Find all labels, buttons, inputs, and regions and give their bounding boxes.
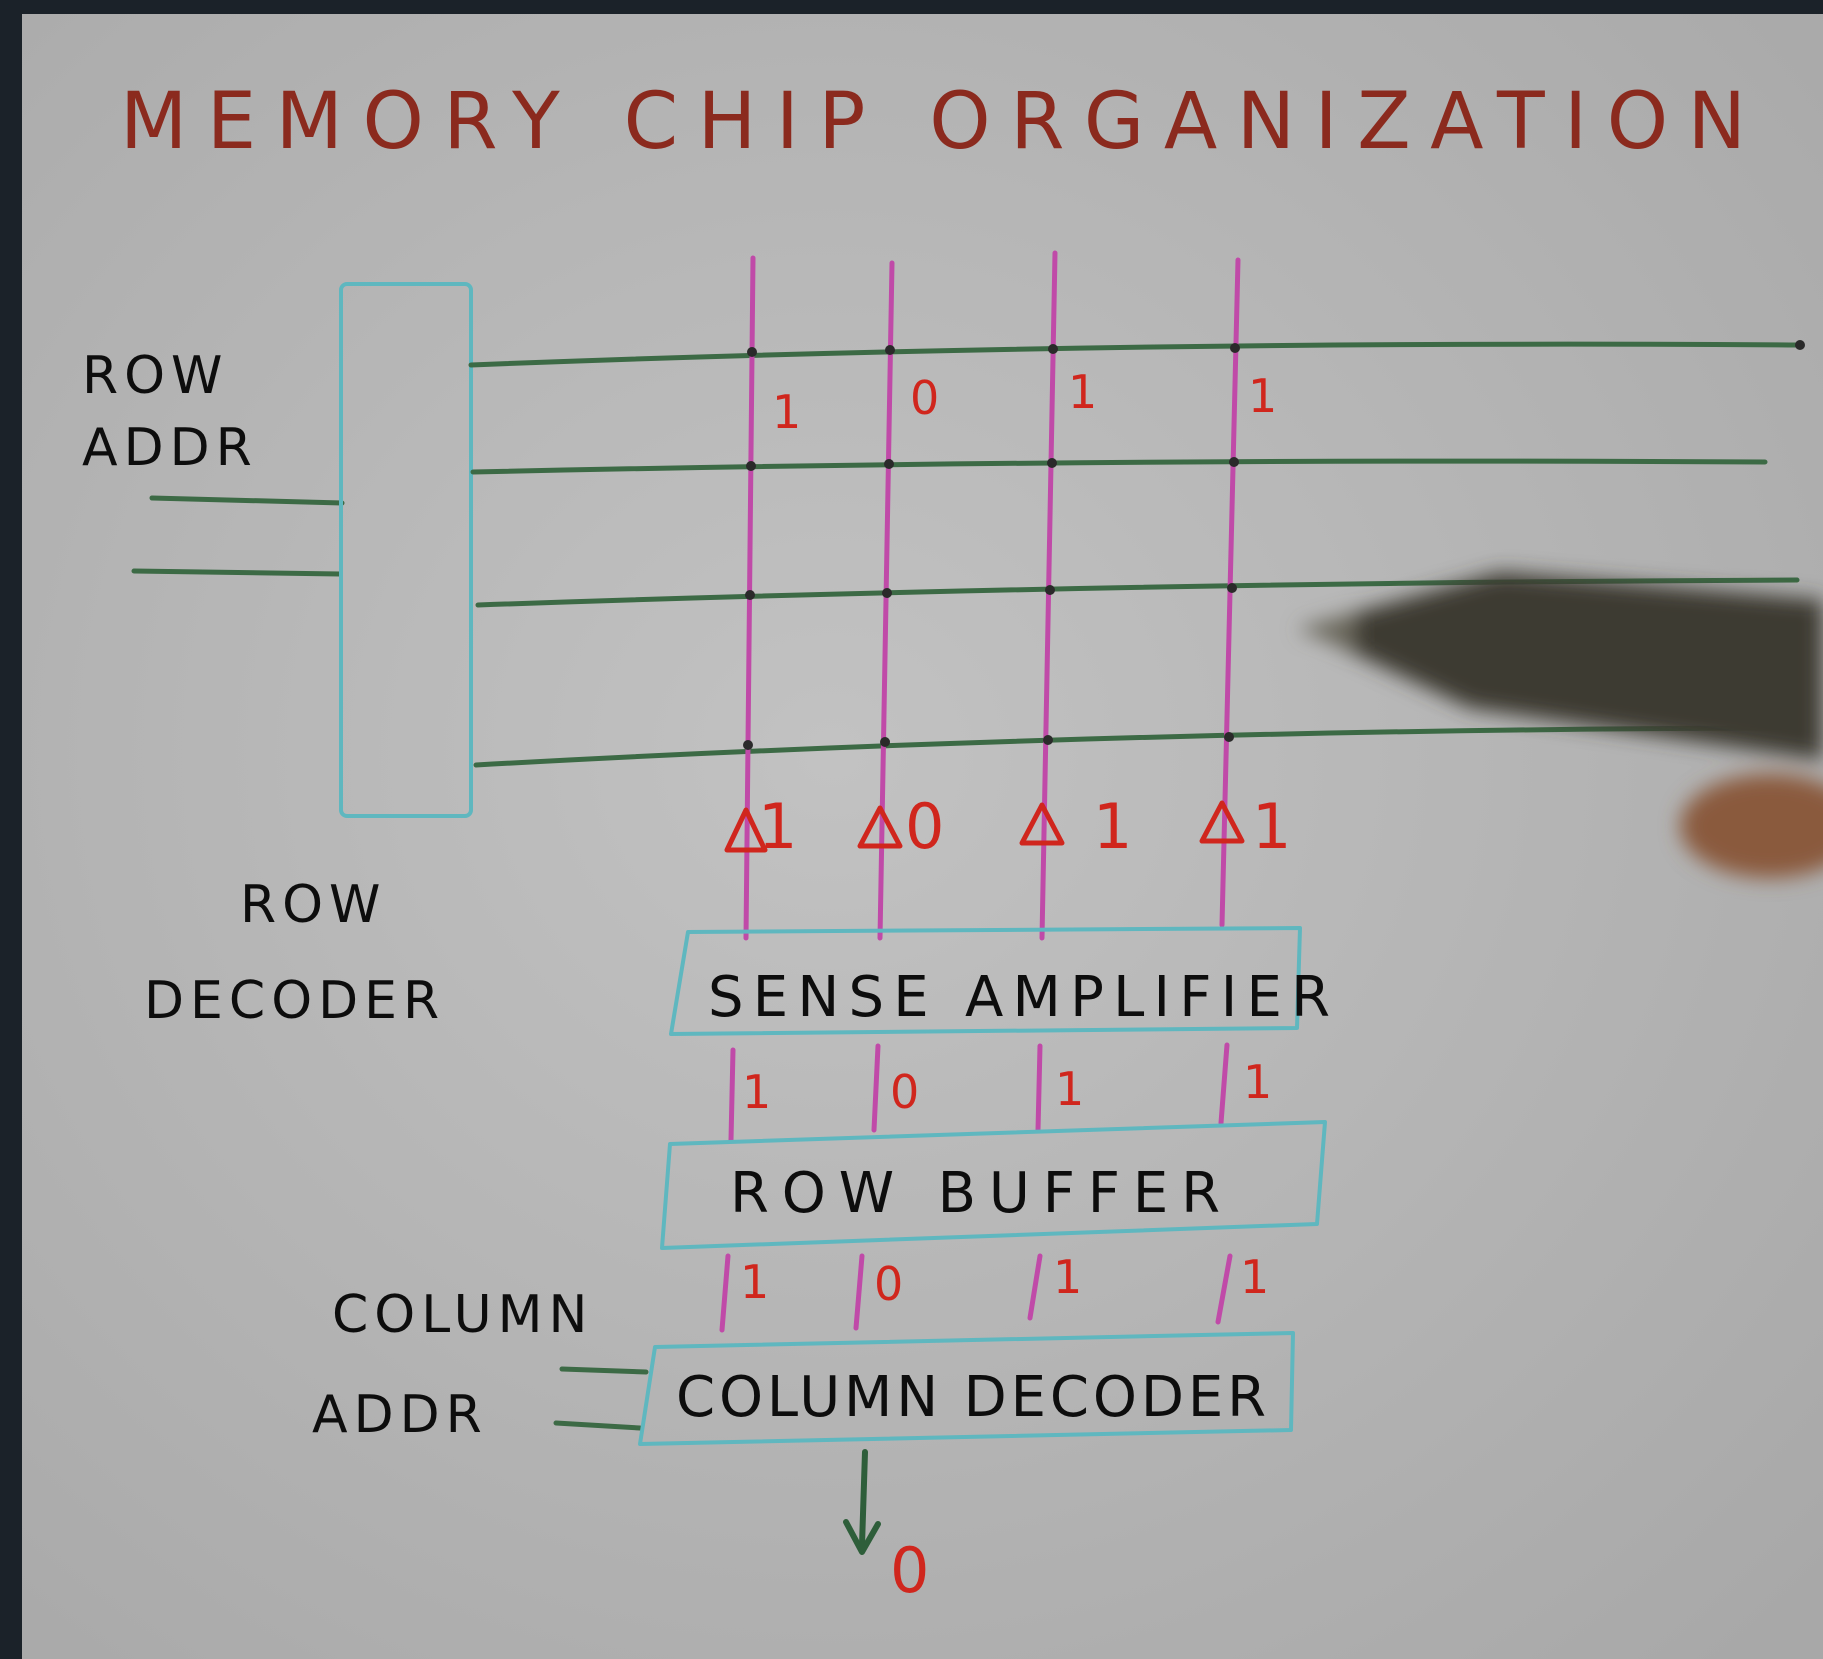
column-input-bit: 0	[874, 1257, 903, 1311]
column-input-bit: 1	[1053, 1250, 1082, 1304]
buffer-input-bit: 1	[1243, 1055, 1272, 1109]
row-cell-bits: 1 0 1 1	[772, 365, 1277, 439]
buffer-input-bit: 1	[1055, 1062, 1084, 1116]
column-decoder-label: COLUMN DECODER	[676, 1365, 1276, 1430]
column-addr-input-lines	[553, 1366, 649, 1431]
output-bit: 0	[890, 1534, 929, 1607]
word-line-4	[473, 725, 1783, 768]
row-cell-bit: 1	[1068, 365, 1097, 419]
row-cell-bit: 1	[772, 385, 801, 439]
amplified-bit: 1	[1093, 790, 1132, 863]
row-addr-input-lines	[131, 495, 345, 577]
board-background	[22, 14, 1823, 1659]
marker-pen	[1298, 572, 1823, 878]
amplified-bits: 1 0 1 1	[758, 790, 1291, 863]
amplifier-triangle-icon	[1199, 800, 1245, 844]
column-addr-label-line2: ADDR	[312, 1385, 488, 1445]
amplifier-triangle-icon	[857, 805, 903, 849]
amplifier-triangle-icon	[724, 807, 768, 853]
word-line-2	[470, 458, 1768, 475]
amplified-bit: 0	[905, 790, 944, 863]
row-cell-bit: 1	[1248, 369, 1277, 423]
row-cell-bit: 0	[910, 371, 939, 425]
column-decoder-block: COLUMN DECODER	[638, 1331, 1295, 1446]
row-addr-label-line1: ROW	[82, 346, 228, 406]
buffer-to-column-connectors	[719, 1253, 1233, 1333]
page-title: MEMORY CHIP ORGANIZATION	[120, 77, 1760, 167]
buffer-to-column-bits: 1 0 1 1	[740, 1250, 1269, 1311]
row-decoder-block	[339, 282, 473, 818]
row-decoder-label-line1: ROW	[240, 875, 386, 935]
bit-line-3	[1039, 250, 1058, 941]
bit-line-2	[877, 260, 895, 941]
amplifier-triangles	[724, 800, 1245, 853]
buffer-input-bit: 1	[742, 1065, 771, 1119]
row-buffer-label: ROW BUFFER	[730, 1161, 1230, 1226]
amplified-bit: 1	[1252, 790, 1291, 863]
sense-to-buffer-connectors	[728, 1042, 1230, 1143]
sense-to-buffer-bits: 1 0 1 1	[742, 1055, 1272, 1119]
sense-amplifier-block: SENSE AMPLIFIER	[669, 926, 1340, 1036]
output-arrow-icon	[843, 1449, 881, 1555]
column-input-bit: 1	[1240, 1250, 1269, 1304]
row-buffer-block: ROW BUFFER	[660, 1120, 1327, 1250]
buffer-input-bit: 0	[890, 1065, 919, 1119]
word-line-1	[468, 341, 1803, 368]
amplified-bit: 1	[758, 790, 797, 863]
sense-amplifier-label: SENSE AMPLIFIER	[708, 965, 1340, 1030]
column-addr-label-line1: COLUMN	[332, 1285, 593, 1345]
amplifier-triangle-icon	[1019, 802, 1065, 846]
row-addr-label-line2: ADDR	[82, 418, 258, 478]
column-input-bit: 1	[740, 1255, 769, 1309]
cell-junctions	[743, 340, 1805, 750]
row-decoder-label-line2: DECODER	[144, 971, 445, 1031]
